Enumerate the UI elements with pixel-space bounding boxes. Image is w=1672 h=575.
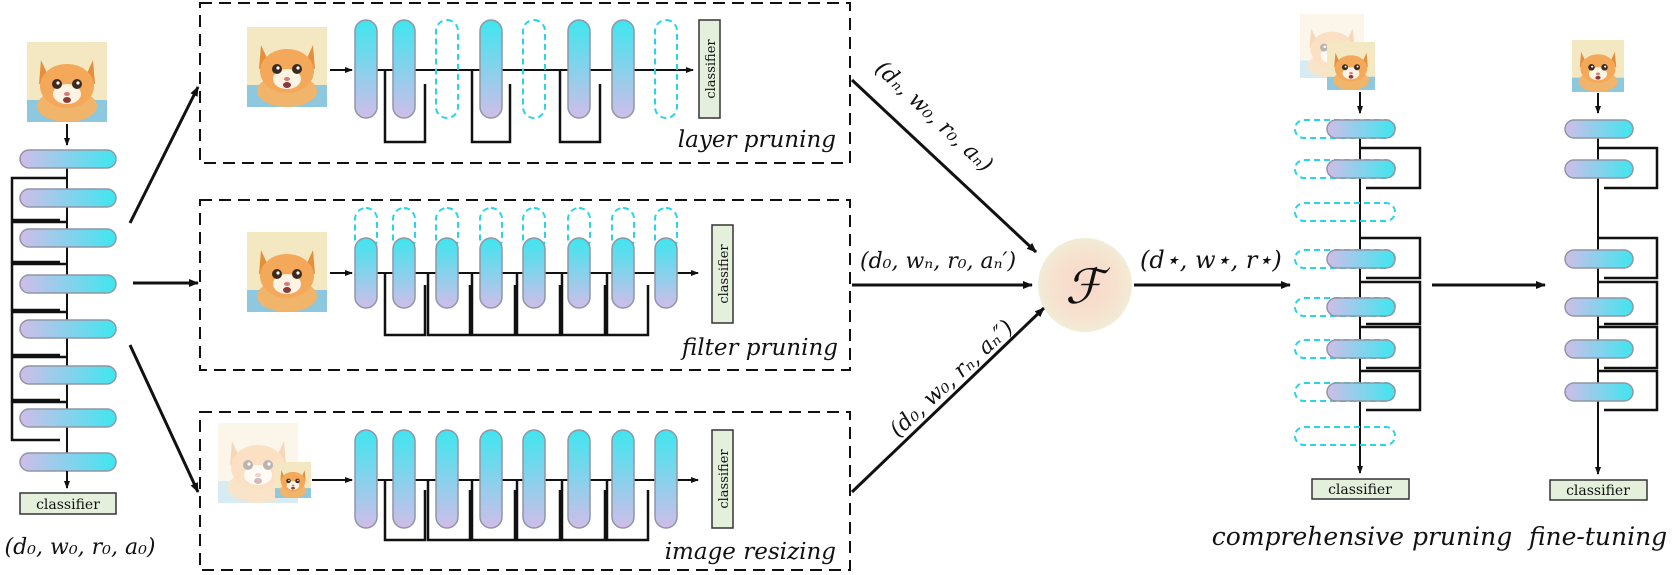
original-blocks: [19, 149, 117, 472]
kitten-image-icon: [247, 27, 327, 107]
filter-pruning-label: filter pruning: [680, 335, 838, 361]
arrow-to-image: [128, 344, 200, 493]
classifier-box: [698, 19, 721, 119]
filter-params: (d₀, wₙ, r₀, aₙ′): [860, 249, 1016, 274]
image-resizing-label: image resizing: [665, 539, 836, 565]
classifier-label: classifier: [1328, 482, 1392, 498]
layer-params: (dₙ, w₀, r₀, aₙ): [870, 56, 998, 177]
original-network: classifier (d₀, w₀, r₀, a₀): [5, 42, 156, 560]
kitten-image-icon: [275, 462, 311, 498]
kitten-image-icon: [1327, 42, 1375, 90]
classifier-box: [1311, 478, 1410, 500]
fine-tuning-label: fine-tuning: [1527, 522, 1667, 551]
operator-node: ℱ: [1038, 238, 1132, 332]
image-params: (d₀, w₀, rₙ, aₙ″): [885, 315, 1019, 442]
kitten-image-icon: [27, 42, 107, 122]
classifier-label: classifier: [1566, 483, 1630, 499]
classifier-label: classifier: [717, 449, 732, 509]
original-params: (d₀, w₀, r₀, a₀): [5, 535, 156, 560]
layer-pruning-label: layer pruning: [678, 127, 836, 153]
image-resizing-panel: classifier image resizing: [199, 411, 851, 571]
optimal-params: (d⋆, w⋆, r⋆): [1140, 246, 1282, 274]
arrow-layer-to-operator: [850, 78, 1038, 254]
arrow-to-layer: [128, 86, 200, 224]
classifier-label: classifier: [717, 244, 732, 304]
fine-tuned-network: classifier fine-tuning: [1527, 40, 1667, 551]
kitten-image-icon: [247, 232, 327, 312]
classifier-box: [1549, 479, 1648, 501]
comprehensive-pruned-network: classifier comprehensive pruning: [1212, 14, 1512, 551]
classifier-box: [19, 492, 117, 515]
classifier-label: classifier: [704, 39, 719, 99]
filter-pruning-panel: classifier filter pruning: [199, 199, 851, 371]
arrow-image-to-operator: [850, 306, 1046, 494]
classifier-label: classifier: [36, 497, 100, 513]
layer-pruning-panel: classifier layer pruning: [199, 2, 851, 164]
classifier-box: [711, 429, 734, 529]
kitten-image-icon: [1572, 40, 1624, 92]
classifier-box: [711, 224, 734, 324]
comprehensive-pruning-label: comprehensive pruning: [1212, 522, 1512, 551]
